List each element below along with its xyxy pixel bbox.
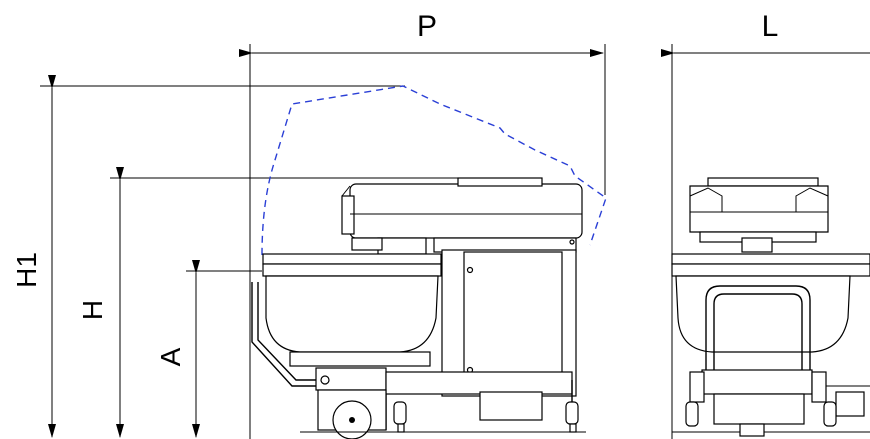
head-top-plate [457,177,543,187]
safety-guard-frame [705,285,811,380]
dimension-label-h1: H1 [11,252,42,288]
open-head-outline [261,85,607,256]
head-housing [349,183,583,239]
dimension-label-l: L [762,10,779,43]
dimension-label-h: H [77,300,108,320]
dimension-label-p: P [417,10,437,43]
dimension-p: P [239,10,606,439]
dimension-l: L [661,10,870,439]
front-head-top [707,177,819,187]
mixer-side-view [251,85,607,439]
dimension-label-a: A [155,347,186,366]
mixer-front-view [671,177,870,437]
control-cabinet [463,251,563,389]
bowl-body [265,275,439,353]
dimension-h1: H1 [11,75,405,438]
dimension-h: H [77,167,460,438]
dimension-a: A [155,260,262,438]
bowl-rim [262,253,442,265]
